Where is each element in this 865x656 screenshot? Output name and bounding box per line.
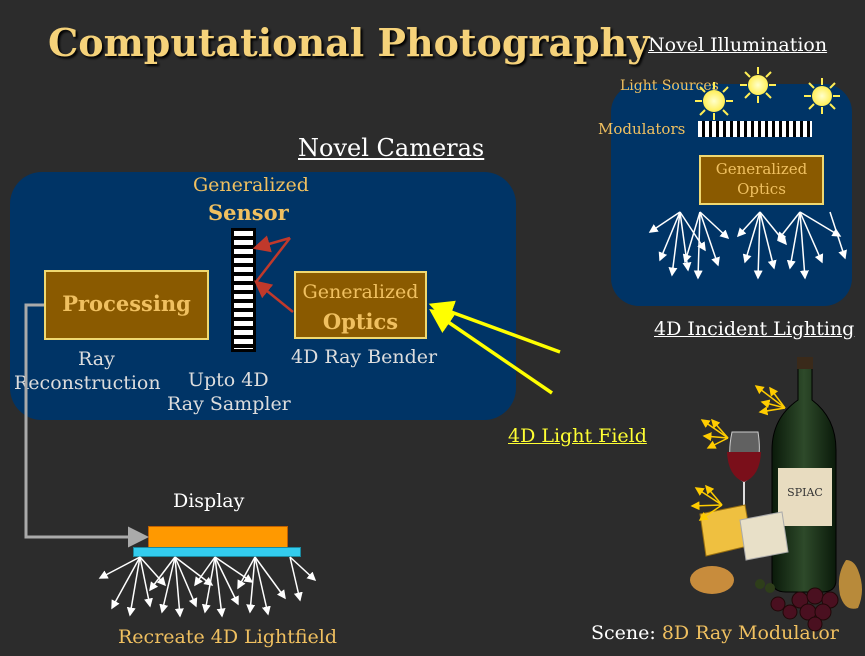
sensor-ray-arrows xyxy=(252,235,294,313)
sensor-label-line2: Sensor xyxy=(208,200,289,225)
sun-icon-3 xyxy=(804,78,840,114)
ray-reconstruction-line2: Reconstruction xyxy=(14,372,161,394)
camera-optics-line1: Generalized xyxy=(302,281,419,303)
modulators-label: Modulators xyxy=(598,120,686,138)
illumination-optics-box: Generalized Optics xyxy=(699,155,824,205)
display-ray-fans xyxy=(98,556,317,618)
incoming-light-rays xyxy=(428,300,561,395)
scene-caption: Scene: 8D Ray Modulator xyxy=(591,622,839,644)
scene-illustration: SPIAC xyxy=(690,357,862,632)
modulator-strip xyxy=(695,118,815,140)
camera-optics-line2: Optics xyxy=(322,309,399,334)
ray-sampler-line2: Ray Sampler xyxy=(167,393,291,415)
scene-caption-highlight: 8D Ray Modulator xyxy=(661,622,839,644)
sun-icon-1 xyxy=(695,82,733,120)
camera-optics-box: Generalized Optics xyxy=(294,271,427,339)
processing-box: Processing xyxy=(44,270,209,340)
ray-sampler-line1: Upto 4D xyxy=(188,369,269,391)
display-base xyxy=(133,547,301,557)
display-label: Display xyxy=(173,490,245,512)
scene-ray-fans xyxy=(690,385,786,521)
novel-cameras-heading: Novel Cameras xyxy=(298,134,485,162)
svg-text:SPIAC: SPIAC xyxy=(787,486,823,499)
sun-icon-2 xyxy=(740,67,776,103)
light-field-label: 4D Light Field xyxy=(508,425,647,447)
sensor-label-line1: Generalized xyxy=(193,174,309,196)
recreate-lightfield-caption: Recreate 4D Lightfield xyxy=(118,626,338,648)
slide-title: Computational Photography xyxy=(48,20,650,65)
processing-to-display-connector xyxy=(24,303,149,548)
illumination-ray-fans xyxy=(648,211,847,280)
ray-reconstruction-line1: Ray xyxy=(78,348,115,370)
illumination-optics-line2: Optics xyxy=(737,180,786,198)
illumination-optics-line1: Generalized xyxy=(715,160,808,178)
ray-bender-label: 4D Ray Bender xyxy=(291,346,438,368)
incident-lighting-caption: 4D Incident Lighting xyxy=(654,318,855,340)
novel-illumination-heading: Novel Illumination xyxy=(648,34,828,56)
light-sources-label: Light Sources xyxy=(620,78,719,94)
processing-label: Processing xyxy=(62,291,191,316)
scene-caption-prefix: Scene: xyxy=(591,622,662,644)
